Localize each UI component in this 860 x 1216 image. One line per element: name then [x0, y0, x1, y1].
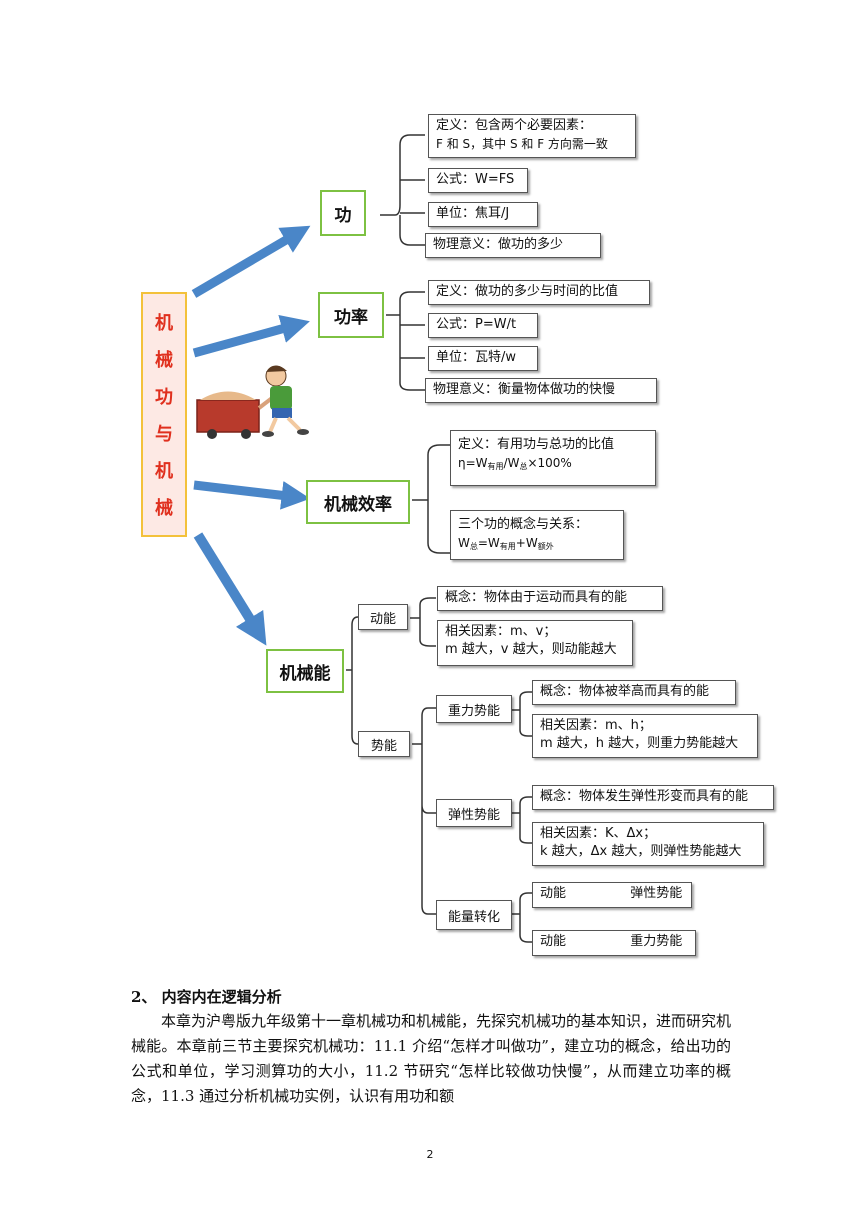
- arrow-to-efficiency: [193, 480, 311, 510]
- arrow-to-work: [191, 225, 311, 298]
- rel-plus: +W: [515, 536, 538, 550]
- power-formula: 公式：P=W/t: [428, 313, 538, 338]
- title-char: 机: [155, 460, 173, 482]
- eta-end: ×100%: [527, 456, 572, 470]
- power-definition: 定义：做功的多少与时间的比值: [428, 280, 650, 305]
- node-energy-conversion: 能量转化: [436, 900, 512, 930]
- elastic-factors: 相关因素：K、Δx； k 越大，Δx 越大，则弹性势能越大: [532, 822, 764, 866]
- work-definition: 定义：包含两个必要因素： F 和 S，其中 S 和 F 方向需一致: [428, 114, 636, 158]
- kinetic-factors-line1: 相关因素：m、v；: [445, 624, 557, 639]
- eta-symbol: η=W: [458, 456, 488, 470]
- conversion-item1-right: 弹性势能: [630, 886, 683, 901]
- work-unit: 单位：焦耳/J: [428, 202, 538, 227]
- section-paragraph: 本章为沪粤版九年级第十一章机械功和机械能，先探究机械功的基本知识，进而研究机械能…: [131, 1012, 732, 1105]
- kinetic-factors: 相关因素：m、v； m 越大，v 越大，则动能越大: [437, 620, 633, 666]
- work-formula: 公式：W=FS: [428, 168, 528, 193]
- page-number: 2: [426, 1148, 434, 1161]
- relation-formula: W总=W有用+W额外: [458, 534, 616, 556]
- elastic-concept: 概念：物体发生弹性形变而具有的能: [532, 785, 774, 810]
- conversion-item2-left: 动能: [540, 934, 567, 949]
- title-char: 与: [155, 423, 173, 445]
- node-potential: 势能: [358, 731, 410, 757]
- title-char: 机: [155, 313, 173, 335]
- work-def-line1: 定义：包含两个必要因素：: [436, 118, 593, 133]
- node-elastic-potential: 弹性势能: [436, 799, 512, 827]
- rel-sub-total: 总: [469, 542, 478, 551]
- node-gravity-potential: 重力势能: [436, 695, 512, 723]
- pushing-cart-illustration: [196, 365, 309, 439]
- conversion-item1-left: 动能: [540, 886, 567, 901]
- gravity-concept: 概念：物体被举高而具有的能: [532, 680, 736, 705]
- rel-sub-useful: 有用: [499, 542, 516, 551]
- gravity-factors: 相关因素：m、h； m 越大，h 越大，则重力势能越大: [532, 714, 758, 758]
- chapter-title-box: 机 械 功 与 机 械: [141, 292, 187, 537]
- node-efficiency: 机械效率: [306, 480, 410, 524]
- power-unit: 单位：瓦特/w: [428, 346, 538, 371]
- work-def-line2: F 和 S，其中 S 和 F 方向需一致: [436, 137, 608, 151]
- title-char: 械: [155, 497, 173, 519]
- elastic-factors-line2: k 越大，Δx 越大，则弹性势能越大: [540, 844, 742, 859]
- elastic-factors-line1: 相关因素：K、Δx；: [540, 826, 657, 841]
- rel-sub-extra: 额外: [537, 542, 554, 551]
- kinetic-concept: 概念：物体由于运动而具有的能: [437, 586, 663, 611]
- title-char: 功: [155, 387, 173, 409]
- gravity-factors-line2: m 越大，h 越大，则重力势能越大: [540, 736, 739, 751]
- gravity-factors-line1: 相关因素：m、h；: [540, 718, 652, 733]
- conversion-kinetic-gravity: 动能 重力势能: [532, 930, 696, 956]
- efficiency-definition: 定义：有用功与总功的比值 η=W有用/W总×100%: [450, 430, 656, 486]
- eta-sub-useful: 有用: [487, 462, 504, 471]
- section-heading: 2、 内容内在逻辑分析: [131, 988, 282, 1006]
- efficiency-formula: η=W有用/W总×100%: [458, 454, 648, 476]
- relation-line1: 三个功的概念与关系：: [458, 517, 589, 532]
- rel-w: W: [458, 536, 470, 550]
- conversion-kinetic-elastic: 动能 弹性势能: [532, 882, 692, 908]
- work-meaning: 物理意义：做功的多少: [425, 233, 601, 258]
- node-work: 功: [320, 190, 366, 236]
- arrow-to-power: [192, 314, 310, 358]
- kinetic-factors-line2: m 越大，v 越大，则动能越大: [445, 642, 617, 657]
- eta-sub-total: 总: [519, 462, 528, 471]
- node-power: 功率: [318, 292, 384, 338]
- rel-eq: =W: [477, 536, 500, 550]
- node-kinetic: 动能: [358, 604, 408, 630]
- arrow-to-mech-energy: [193, 532, 267, 646]
- conversion-item2-right: 重力势能: [630, 934, 683, 949]
- eta-mid: /W: [503, 456, 520, 470]
- node-mech-energy: 机械能: [266, 649, 344, 693]
- title-char: 械: [155, 350, 173, 372]
- efficiency-def-line1: 定义：有用功与总功的比值: [458, 437, 615, 452]
- efficiency-relation: 三个功的概念与关系： W总=W有用+W额外: [450, 510, 624, 560]
- power-meaning: 物理意义：衡量物体做功的快慢: [425, 378, 657, 403]
